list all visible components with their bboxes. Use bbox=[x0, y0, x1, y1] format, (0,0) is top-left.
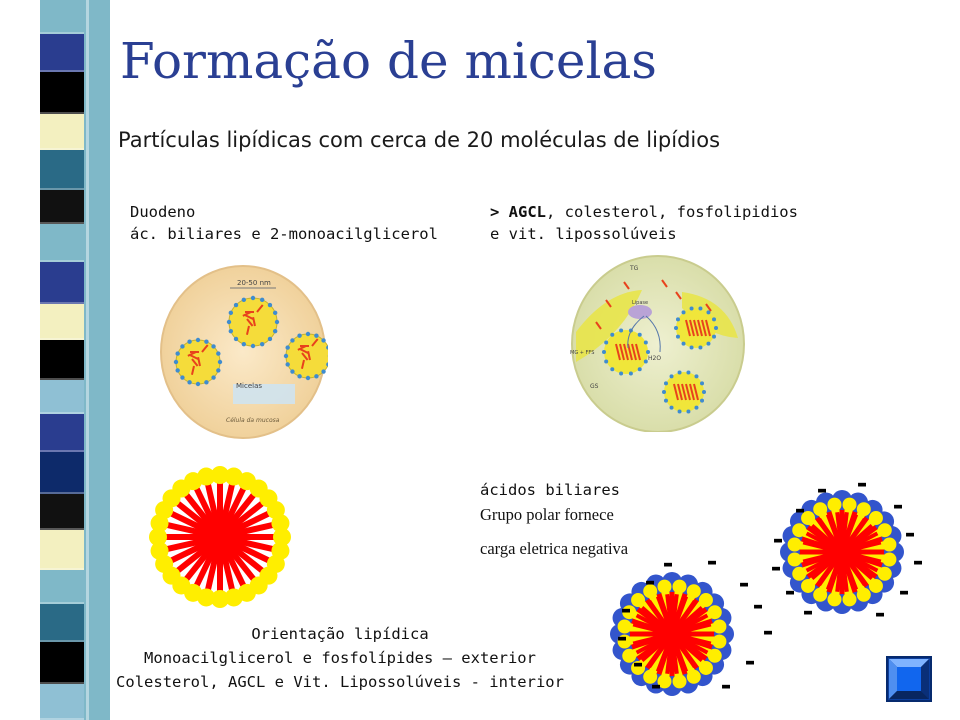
left-caption-line1: Duodeno bbox=[130, 203, 196, 221]
right-caption-bold: AGCL bbox=[508, 203, 546, 221]
negative-charge-symbol: - bbox=[913, 547, 924, 577]
negative-charge-symbol: - bbox=[753, 591, 764, 621]
right-caption-rest: , colesterol, fosfolipidios bbox=[546, 203, 798, 221]
negative-charge-symbol: - bbox=[745, 647, 756, 677]
negative-charge-symbol: - bbox=[875, 599, 886, 629]
bile-acids-line2: carga eletrica negativa bbox=[480, 539, 629, 558]
negative-charge-symbol: - bbox=[621, 595, 632, 625]
right-caption-line1: > AGCL, colesterol, fosfolipidios bbox=[490, 201, 798, 223]
negative-charge-symbol: - bbox=[721, 671, 732, 700]
bile-acid-micelle-right: ------------ bbox=[771, 472, 924, 629]
negative-charge-symbol: - bbox=[899, 577, 910, 607]
negative-charge-symbol: - bbox=[739, 569, 750, 599]
cell-label: Célula da mucosa bbox=[226, 417, 280, 424]
negative-charge-symbol: - bbox=[633, 649, 644, 679]
right-caption-prefix: > bbox=[490, 203, 509, 221]
negative-charge-symbol: - bbox=[617, 623, 628, 653]
slide-title: Formação de micelas bbox=[120, 32, 657, 90]
negative-charge-symbol: - bbox=[893, 491, 904, 521]
next-slide-button[interactable] bbox=[886, 656, 932, 702]
bile-acid-micelle-left: ------------ bbox=[610, 548, 774, 700]
right-caption-line2: e vit. lipossolúveis bbox=[490, 225, 677, 243]
negative-charge-symbol: - bbox=[663, 549, 674, 579]
lipase-label: Lipase bbox=[632, 300, 648, 306]
bile-acids-line1: Grupo polar fornece bbox=[480, 505, 614, 524]
h2o-label: H2O bbox=[648, 355, 661, 362]
negative-charge-symbol: - bbox=[817, 475, 828, 505]
mg-label: MG + FFS bbox=[570, 350, 594, 356]
negative-charge-symbol: - bbox=[803, 597, 814, 627]
scale-label: 20-50 nm bbox=[237, 279, 271, 287]
lipid-digestion-illustration: TG Lipase H2O MG + FFS GS bbox=[570, 255, 745, 432]
negative-charge-symbol: - bbox=[763, 617, 774, 647]
decorative-stripe-bar bbox=[0, 0, 110, 720]
bile-acids-title: ácidos biliares bbox=[480, 481, 620, 499]
left-caption-line2: ác. biliares e 2-monoacilglicerol bbox=[130, 225, 438, 243]
orientation-line1: Orientação lipídica bbox=[251, 625, 429, 643]
right-caption: > AGCL, colesterol, fosfolipidios e vit.… bbox=[490, 201, 798, 245]
lipid-orientation-micelle bbox=[149, 466, 291, 608]
negative-charge-symbol: - bbox=[857, 472, 868, 499]
negative-charge-symbol: - bbox=[905, 519, 916, 549]
tg-label: TG bbox=[629, 265, 639, 272]
duodenum-micelle-illustration: 20-50 nm Micelas Célula da mucosa bbox=[160, 265, 328, 439]
negative-charge-symbol: - bbox=[773, 525, 784, 555]
orientation-line3: Colesterol, AGCL e Vit. Lipossolúveis - … bbox=[116, 673, 564, 691]
negative-charge-symbol: - bbox=[785, 577, 796, 607]
gs-label: GS bbox=[590, 383, 599, 390]
micelle-label: Micelas bbox=[236, 382, 262, 390]
orientation-caption: Orientação lipídica Monoacilglicerol e f… bbox=[110, 622, 570, 694]
negative-charge-symbol: - bbox=[771, 553, 782, 583]
negative-charge-symbol: - bbox=[651, 671, 662, 700]
negative-charge-symbol: - bbox=[645, 567, 656, 597]
negative-charge-symbol: - bbox=[795, 495, 806, 525]
negative-charge-symbol: - bbox=[707, 548, 718, 577]
slide-subtitle: Partículas lipídicas com cerca de 20 mol… bbox=[118, 128, 721, 152]
orientation-line2: Monoacilglicerol e fosfolípides – exteri… bbox=[144, 649, 536, 667]
left-caption: Duodeno ác. biliares e 2-monoacilglicero… bbox=[130, 201, 438, 245]
